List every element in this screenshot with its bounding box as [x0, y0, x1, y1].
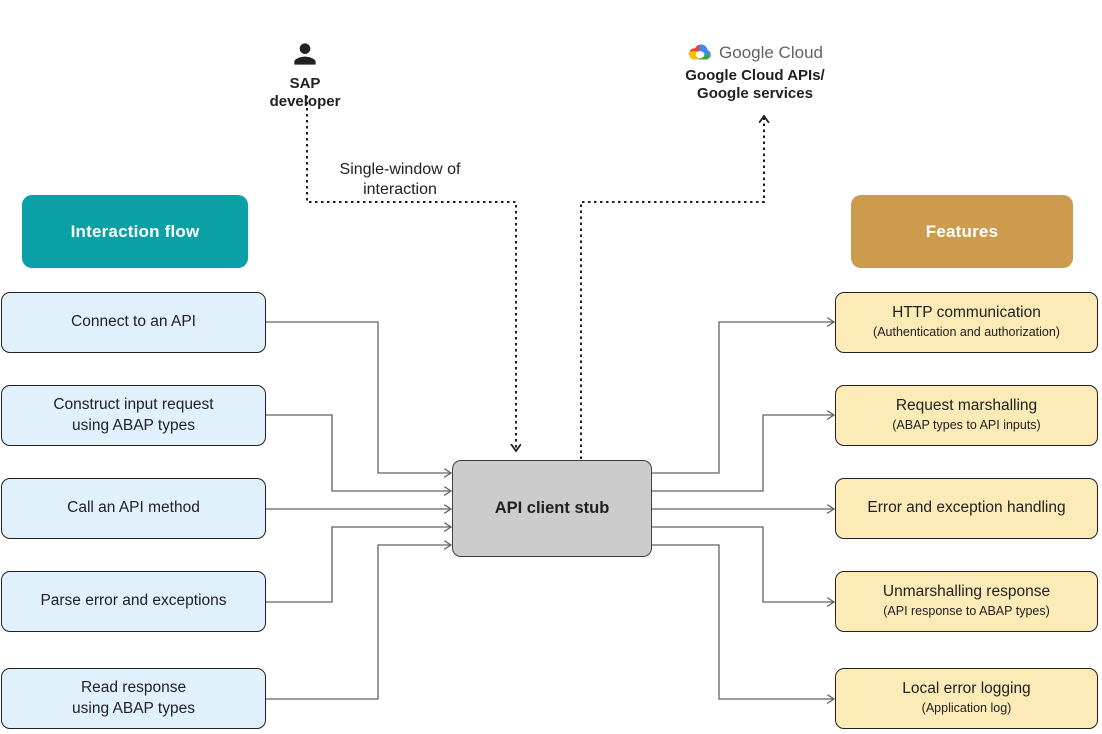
connector-step4-to-stub: [266, 527, 451, 603]
single-window-annotation: Single-window of interaction: [339, 161, 461, 198]
interaction-flow-header-label: Interaction flow: [70, 221, 200, 241]
connector-stub-to-feature5: [652, 544, 834, 699]
connector-step5-to-stub: [266, 545, 451, 700]
person-icon: [294, 43, 316, 65]
feature-label: Error and exception handling: [867, 499, 1066, 517]
feature-sublabel: (Authentication and authorization): [873, 324, 1060, 339]
feature-label: Local error logging: [902, 680, 1031, 698]
feature-box-request-marshalling: Request marshalling (ABAP types to API i…: [835, 385, 1098, 446]
connector-step2-to-stub: [266, 414, 451, 491]
interaction-flow-header: Interaction flow: [22, 195, 248, 268]
features-header: Features: [851, 195, 1073, 268]
feature-label: HTTP communication: [892, 304, 1041, 322]
step-box-read-response: Read response using ABAP types: [1, 668, 266, 729]
dotted-stub-to-google-cloud: [580, 116, 764, 459]
sap-developer-label: SAP developer: [269, 75, 341, 111]
google-cloud-apis-label: Google Cloud APIs/ Google services: [685, 67, 825, 103]
features-header-label: Features: [925, 221, 999, 241]
step-label: Construct input request using ABAP types: [53, 396, 214, 434]
connector-stub-to-feature1: [652, 322, 834, 474]
connector-stub-to-feature2: [652, 415, 834, 492]
step-label: Parse error and exceptions: [40, 592, 227, 610]
sap-developer-actor: SAP developer: [255, 38, 355, 112]
feature-label: Unmarshalling response: [882, 583, 1051, 601]
step-box-connect-api: Connect to an API: [1, 292, 266, 353]
feature-sublabel: (Application log): [921, 700, 1012, 715]
google-cloud-actor: Google Cloud Google Cloud APIs/ Google s…: [665, 42, 845, 104]
google-cloud-logo-text: Google Cloud: [719, 42, 823, 62]
feature-box-unmarshalling-response: Unmarshalling response (API response to …: [835, 571, 1098, 632]
step-box-call-api-method: Call an API method: [1, 478, 266, 539]
step-box-parse-errors: Parse error and exceptions: [1, 571, 266, 632]
step-box-construct-request: Construct input request using ABAP types: [1, 385, 266, 446]
connector-step1-to-stub: [266, 321, 451, 473]
api-client-stub-label: API client stub: [494, 499, 610, 517]
google-cloud-logo-icon: [688, 44, 711, 60]
feature-sublabel: (ABAP types to API inputs): [892, 417, 1041, 432]
step-label: Connect to an API: [71, 313, 196, 331]
feature-label: Request marshalling: [895, 397, 1038, 415]
feature-sublabel: (API response to ABAP types): [883, 603, 1050, 618]
feature-box-http-communication: HTTP communication (Authentication and a…: [835, 292, 1098, 353]
feature-box-error-handling: Error and exception handling: [835, 478, 1098, 539]
step-label: Read response using ABAP types: [72, 679, 195, 717]
feature-box-local-error-logging: Local error logging (Application log): [835, 668, 1098, 729]
api-client-stub-box: API client stub: [452, 460, 652, 557]
dotted-sap-developer-to-stub: [306, 96, 516, 451]
step-label: Call an API method: [67, 499, 200, 517]
connector-stub-to-feature4: [652, 526, 834, 602]
